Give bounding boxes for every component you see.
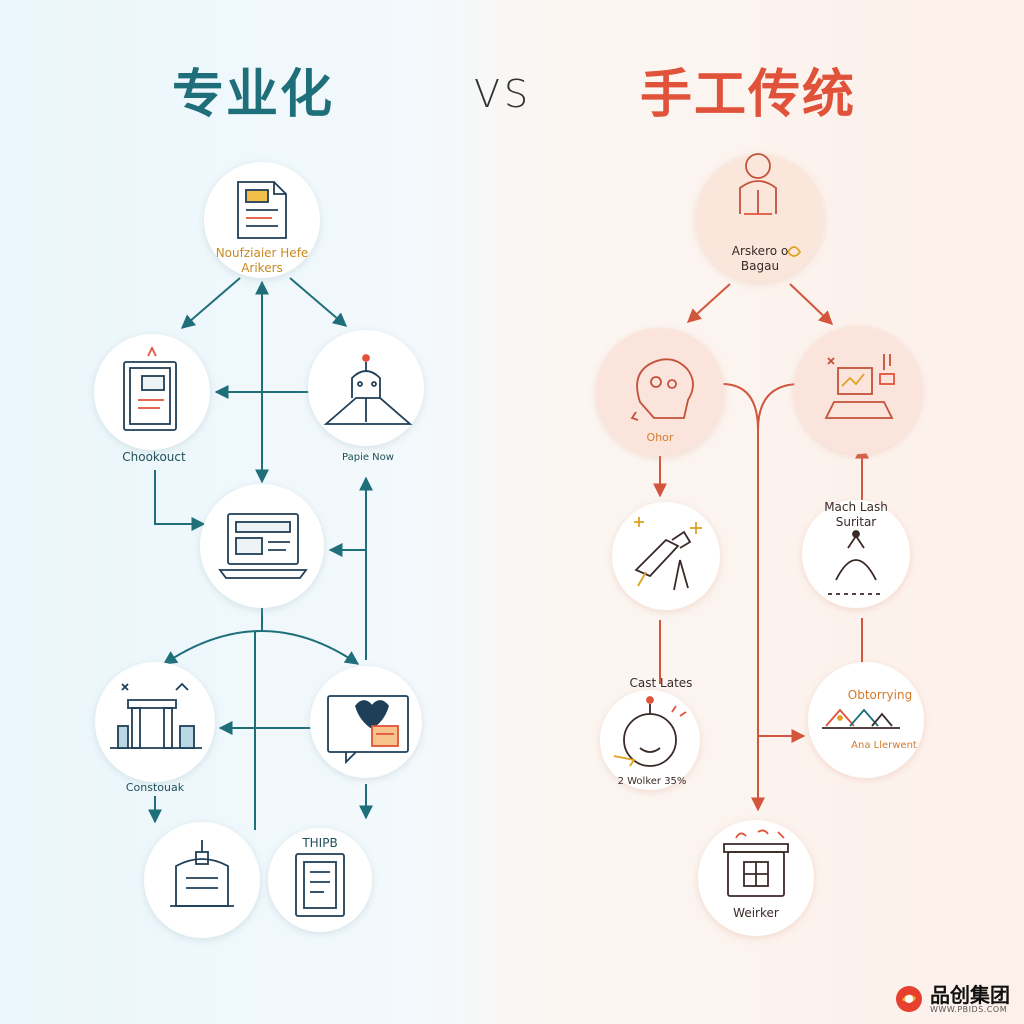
title-right: 手工传统	[640, 65, 857, 125]
right-node-bottom-label: Weirker	[733, 906, 779, 920]
right-node-left-upper-label: Ohor	[646, 431, 674, 444]
left-node-bottom-b	[268, 828, 372, 932]
right-node-left-lower-label: Cast Lates	[629, 676, 693, 690]
brand-logo-icon	[896, 986, 922, 1012]
right-node-bottom	[698, 820, 814, 936]
right-node-right-upper	[794, 326, 922, 454]
left-node-bottom-a	[144, 822, 260, 938]
hand-tool-icon	[634, 517, 702, 591]
right-node-left-lower	[600, 690, 700, 790]
left-node-top-label: Noufziaier Hefe Arikers	[215, 246, 309, 275]
right-node-right-lower-sub: Ana Llerwent	[851, 740, 917, 751]
right-node-right-lower-label: Obtorrying	[847, 688, 913, 702]
left-node-center	[200, 484, 324, 608]
brand-url: WWW.PBIDS.COM	[930, 1004, 1008, 1014]
document-icon	[237, 181, 287, 239]
smile-craft-icon	[613, 696, 687, 767]
notebook-icon	[123, 345, 177, 431]
right-node-left-mid	[612, 502, 720, 610]
right-node-right-lower	[808, 662, 924, 778]
left-node-bottom-left-label: Constouak	[125, 781, 185, 794]
left-node-mid-right	[308, 330, 424, 446]
left-node-bottom-left	[95, 662, 215, 782]
right-node-right-mid	[802, 500, 910, 608]
robot-head-icon	[323, 354, 413, 425]
left-node-bottom-right-label: THIPB	[302, 836, 338, 850]
workbench-icon	[824, 354, 895, 419]
heart-screen-icon	[327, 695, 409, 765]
figure-icon	[828, 530, 884, 595]
left-node-top	[204, 162, 320, 278]
brand-logo[interactable]: 品创集团 WWW.PBIDS.COM	[894, 984, 1010, 1014]
left-node-mid-left-label: Chookouct	[122, 450, 186, 464]
certificate-icon	[295, 853, 345, 917]
right-node-left-lower-sub: 2 Wolker 35%	[617, 776, 687, 787]
factory-icon	[110, 682, 202, 749]
left-connectors	[148, 277, 373, 830]
right-connectors	[653, 283, 869, 812]
left-node-mid-left	[94, 334, 210, 450]
left-node-bottom-right	[310, 666, 422, 778]
brand-name: 品创集团	[930, 982, 1010, 1007]
right-node-top-label: Arskero o Bagau	[731, 244, 789, 273]
workshop-icon	[723, 829, 789, 897]
vs-label: VS	[474, 72, 533, 116]
laptop-icon	[218, 513, 308, 579]
title-left: 专业化	[172, 65, 335, 125]
right-node-top	[696, 153, 824, 282]
right-node-left-upper	[596, 328, 724, 456]
head-gears-icon	[630, 358, 694, 421]
left-node-mid-right-label: Papie Now	[342, 452, 394, 463]
landscape-tools-icon	[822, 708, 900, 729]
craftsman-icon	[739, 153, 802, 257]
right-node-right-mid-label: Mach Lash Suritar	[824, 500, 888, 529]
brand-logo-text: 品创集团 WWW.PBIDS.COM	[930, 985, 1010, 1014]
building-icon	[170, 840, 234, 907]
